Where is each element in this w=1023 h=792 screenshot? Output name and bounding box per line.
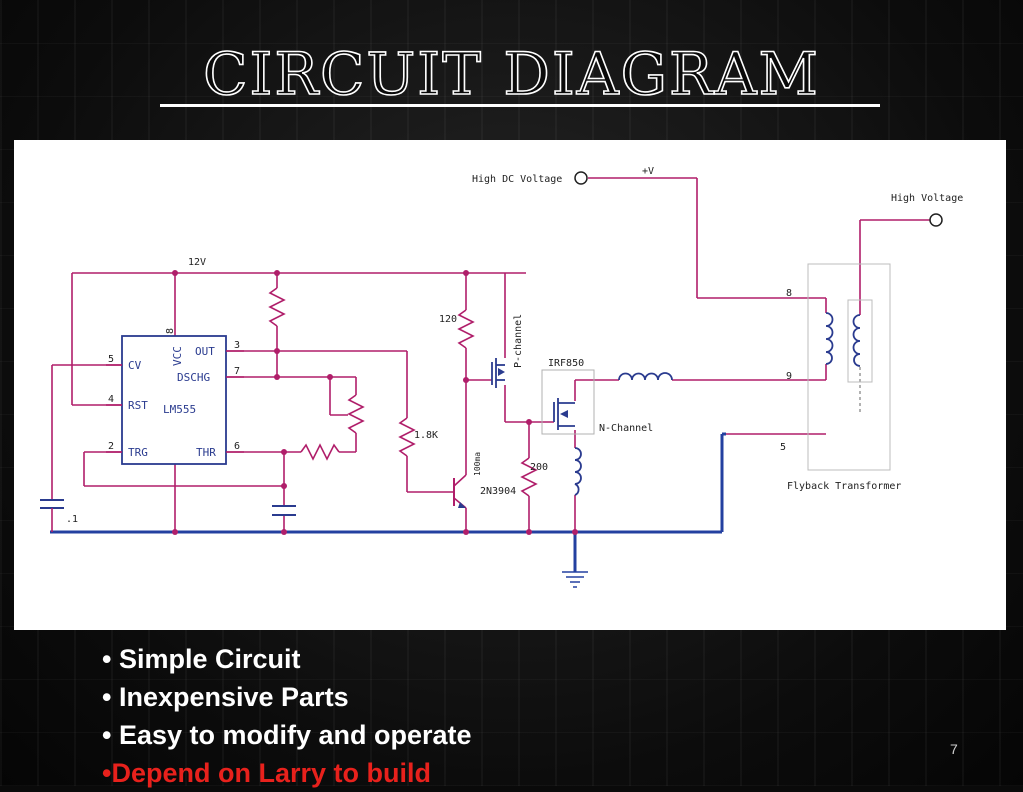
diagram-panel: High DC Voltage +V High Voltage 12V 120 … [14, 140, 1006, 630]
p-mosfet-arrow [498, 368, 505, 376]
n-mosfet-arrow [560, 410, 568, 418]
label-2n3904: 2N3904 [480, 486, 516, 497]
terminal-high-voltage [929, 213, 943, 227]
irf850-outline [541, 369, 595, 435]
label-r-200: 200 [530, 462, 548, 473]
label-ic-name: LM555 [163, 403, 196, 416]
circuit-diagram: High DC Voltage +V High Voltage 12V 120 … [40, 166, 963, 588]
bullet-item: • Easy to modify and operate [102, 720, 472, 750]
label-pin-2: 2 [108, 441, 114, 452]
bullet-item-highlight: •Depend on Larry to build [102, 758, 431, 788]
label-tx-pin-5: 5 [780, 442, 786, 453]
transformer-primary [825, 312, 834, 365]
resistor-1-8k [398, 417, 416, 457]
resistor-120 [457, 309, 475, 349]
label-pin-thr: THR [196, 446, 216, 459]
label-tx-pin-8: 8 [786, 288, 792, 299]
label-r-1-8k: 1.8K [414, 430, 438, 441]
label-pin-7: 7 [234, 366, 240, 377]
label-pin-vcc: VCC [171, 346, 184, 366]
label-pin-out: OUT [195, 345, 215, 358]
slide-number: 7 [950, 741, 958, 757]
label-100ma: 100ma [473, 452, 482, 476]
inductor-series [618, 372, 673, 381]
label-pin-trg: TRG [128, 446, 148, 459]
label-cap-value: .1 [66, 514, 78, 525]
resistor-r2 [300, 443, 340, 461]
potentiometer [347, 394, 365, 434]
label-pin-8: 8 [165, 328, 176, 334]
label-irf850: IRF850 [548, 358, 584, 369]
transistor-arrow [458, 502, 466, 508]
label-tx-pin-9: 9 [786, 371, 792, 382]
label-pin-4: 4 [108, 394, 114, 405]
label-r-120: 120 [439, 314, 457, 325]
terminal-high-dc [574, 171, 588, 185]
resistor-200 [520, 457, 538, 497]
label-pin-3: 3 [234, 340, 240, 351]
label-pin-cv: CV [128, 359, 142, 372]
bullet-item: • Simple Circuit [102, 644, 301, 674]
resistor-top [268, 287, 286, 327]
flyback-core [847, 299, 873, 383]
transistor-collector [453, 474, 467, 487]
bullet-item: • Inexpensive Parts [102, 682, 349, 712]
label-pin-rst: RST [128, 399, 148, 412]
label-high-voltage: High Voltage [891, 193, 963, 204]
bullet-list: • Simple Circuit • Inexpensive Parts • E… [102, 640, 702, 792]
label-12v: 12V [188, 257, 206, 268]
label-plus-v: +V [642, 166, 654, 177]
ic-lm555 [121, 335, 227, 465]
transformer-secondary [852, 314, 861, 367]
inductor-n-source [574, 447, 582, 496]
label-p-channel: P-channel [513, 314, 524, 368]
title-underline [160, 104, 880, 107]
flyback-outline [807, 263, 891, 471]
label-flyback: Flyback Transformer [787, 481, 901, 492]
slide-title: CIRCUIT DIAGRAM [202, 39, 820, 109]
label-n-channel: N-Channel [599, 423, 653, 434]
label-pin-dschg: DSCHG [177, 371, 210, 384]
label-pin-6: 6 [234, 441, 240, 452]
label-pin-5: 5 [108, 354, 114, 365]
label-high-dc-voltage: High DC Voltage [472, 174, 562, 185]
